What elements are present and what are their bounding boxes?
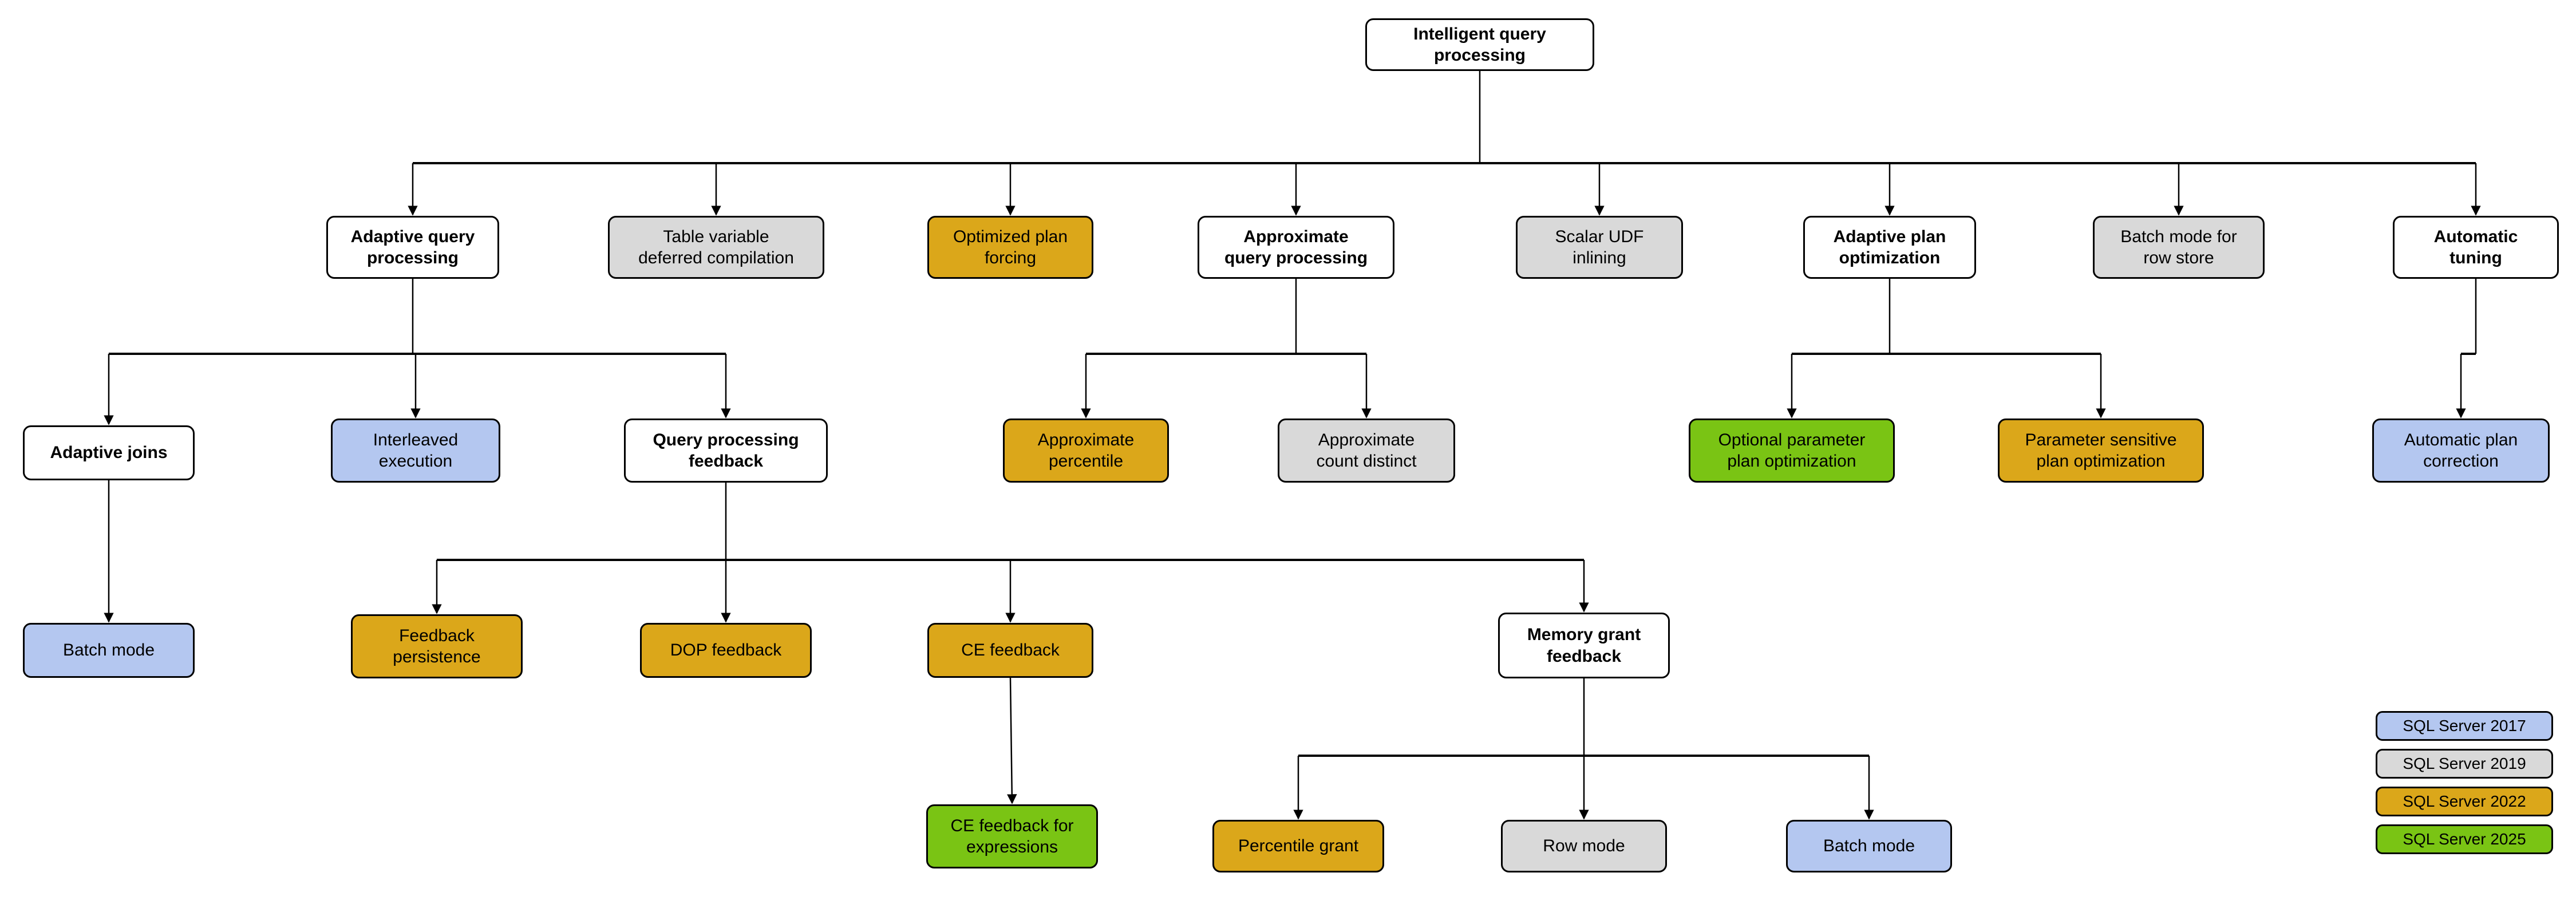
node-root[interactable]: Intelligent query processing (1365, 18, 1594, 71)
node-ilexec[interactable]: Interleaved execution (331, 418, 500, 483)
node-udf[interactable]: Scalar UDF inlining (1516, 216, 1683, 279)
node-acd[interactable]: Approximate count distinct (1278, 418, 1455, 483)
node-fbpers[interactable]: Feedback persistence (351, 614, 523, 678)
node-bmode1[interactable]: Batch mode (23, 623, 195, 678)
node-mgf[interactable]: Memory grant feedback (1498, 613, 1670, 678)
node-apc[interactable]: Automatic plan correction (2372, 418, 2550, 483)
node-cefbex[interactable]: CE feedback for expressions (926, 804, 1098, 868)
node-bmrs[interactable]: Batch mode for row store (2093, 216, 2265, 279)
node-apo[interactable]: Adaptive plan optimization (1803, 216, 1976, 279)
node-rowmode[interactable]: Row mode (1501, 820, 1667, 872)
node-qpf[interactable]: Query processing feedback (624, 418, 828, 483)
legend-item-sql-server-2022: SQL Server 2022 (2376, 787, 2553, 816)
node-opf[interactable]: Optimized plan forcing (927, 216, 1093, 279)
legend-item-sql-server-2017: SQL Server 2017 (2376, 711, 2553, 741)
node-dopfb[interactable]: DOP feedback (640, 623, 812, 678)
node-approx[interactable]: Approximate query processing (1198, 216, 1394, 279)
node-tvdc[interactable]: Table variable deferred compilation (608, 216, 824, 279)
node-apct[interactable]: Approximate percentile (1003, 418, 1169, 483)
node-cefb[interactable]: CE feedback (927, 623, 1093, 678)
node-oppo[interactable]: Optional parameter plan optimization (1689, 418, 1895, 483)
node-pspo[interactable]: Parameter sensitive plan optimization (1998, 418, 2204, 483)
node-bmode2[interactable]: Batch mode (1786, 820, 1952, 872)
node-autotune[interactable]: Automatic tuning (2393, 216, 2559, 279)
node-ajoins[interactable]: Adaptive joins (23, 425, 195, 480)
legend-item-sql-server-2019: SQL Server 2019 (2376, 749, 2553, 779)
node-aqp[interactable]: Adaptive query processing (326, 216, 499, 279)
legend-item-sql-server-2025: SQL Server 2025 (2376, 824, 2553, 854)
node-pctgrant[interactable]: Percentile grant (1212, 820, 1384, 872)
